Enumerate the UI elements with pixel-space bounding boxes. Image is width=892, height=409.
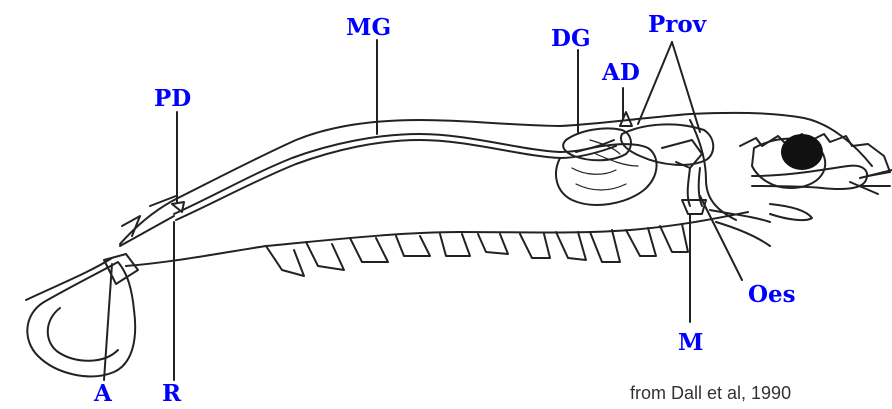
- pereiopod-4: [590, 230, 620, 262]
- midgut-tube: [174, 134, 614, 214]
- pereiopod-1: [478, 234, 508, 254]
- source-credit: from Dall et al, 1990: [630, 384, 791, 402]
- pleopod-1: [266, 246, 304, 276]
- tail-spine: [26, 258, 112, 300]
- digestive-gland-lower: [556, 144, 657, 205]
- pleopod-2: [306, 242, 344, 270]
- posterior-diverticulum: [172, 202, 184, 212]
- leader-prov-left: [638, 42, 672, 124]
- body-ventral-outline: [126, 212, 748, 266]
- label-prov: Prov: [648, 13, 706, 36]
- mouthparts-outline: [710, 210, 770, 246]
- pereiopod-6: [660, 224, 688, 252]
- pleopod-4: [396, 236, 430, 256]
- carapace-outline: [690, 120, 736, 220]
- digestive-gland-texture: [572, 140, 638, 190]
- label-dg: DG: [551, 27, 591, 50]
- pereiopod-2: [520, 234, 550, 258]
- label-pd: PD: [154, 87, 191, 110]
- label-ad: AD: [602, 61, 640, 84]
- pereiopod-5: [626, 228, 656, 256]
- leader-a: [104, 264, 112, 380]
- body-dorsal-outline: [120, 113, 872, 244]
- leader-prov-right: [672, 42, 700, 132]
- pleopod-5: [440, 234, 470, 256]
- pleopod-3: [350, 238, 388, 262]
- pereiopod-3: [556, 232, 586, 260]
- label-r: R: [162, 382, 181, 405]
- label-oes: Oes: [748, 283, 796, 306]
- label-m: M: [678, 331, 703, 354]
- rectum-tube: [120, 216, 174, 246]
- leader-oes: [700, 196, 742, 280]
- label-mg: MG: [346, 16, 391, 39]
- telson-outline: [27, 262, 135, 376]
- label-a: A: [94, 382, 112, 405]
- telson-junction: [104, 254, 138, 284]
- eye: [782, 135, 822, 169]
- scaphocerite-outline: [770, 204, 812, 220]
